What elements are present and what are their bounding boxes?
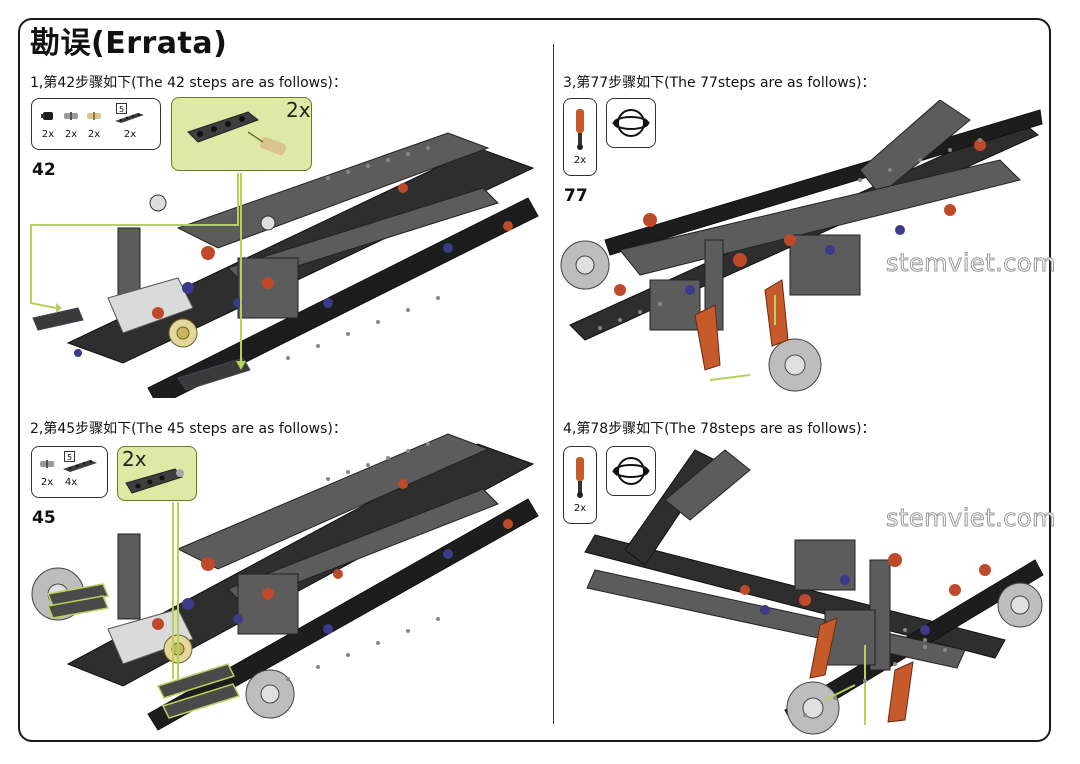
beam-5-dark-grey-icon [115, 113, 144, 123]
panel-2-heading: 2,第45步骤如下(The 45 steps are as follows)： [30, 421, 347, 437]
panel-2-callout: 2x [117, 446, 197, 501]
beam-length-badge: 5 [116, 103, 127, 114]
panel-3-rotate-model [606, 98, 656, 148]
panel-1-part-1: 2x [37, 105, 59, 140]
panel-1-part-3: 2x [83, 105, 105, 140]
step-42-chassis-illustration [30, 132, 539, 398]
panel-2-part-2: 4x [60, 453, 100, 488]
beam-length-badge: 5 [64, 451, 75, 462]
panel-1-parts-list: 2x 2x 2x 5 2x [31, 98, 161, 150]
panel-1-heading: 1,第42步骤如下(The 42 steps are as follows)： [30, 75, 347, 91]
part-qty: 2x [41, 129, 55, 140]
axle-pin-grey-icon [40, 460, 54, 468]
panel-3-heading: 3,第77步骤如下(The 77steps are as follows)： [563, 75, 876, 91]
step-78-chassis-illustration [584, 449, 1044, 735]
beam-5-dark-grey-icon [63, 460, 97, 472]
panel-3-parts-list: 2x [563, 98, 597, 176]
beam-with-pin-icon [125, 468, 184, 494]
watermark-text: stemviet.com [886, 504, 1057, 533]
page-title: 勘误(Errata) [30, 26, 228, 61]
center-divider [553, 44, 554, 724]
panel-1-callout: 2x [171, 97, 312, 171]
step-number: 77 [564, 186, 588, 206]
panel-4-rotate-model [606, 446, 656, 496]
part-qty: 2x [573, 155, 587, 166]
step-number: 45 [32, 508, 56, 528]
panel-2-part-1: 2x [36, 453, 58, 488]
shock-absorber-orange-icon [576, 109, 584, 150]
callout-multiplier: 2x [286, 98, 311, 122]
part-qty: 2x [123, 129, 137, 140]
shock-absorber-orange-icon [576, 457, 584, 498]
part-qty: 2x [64, 129, 78, 140]
beam-with-pin-icon [187, 111, 287, 155]
connector-peg-black-icon [41, 112, 53, 120]
part-qty: 2x [87, 129, 101, 140]
part-qty: 2x [40, 477, 54, 488]
panel-4-heading: 4,第78步骤如下(The 78steps are as follows)： [563, 421, 876, 437]
axle-pin-grey-icon [64, 112, 78, 120]
step-number: 42 [32, 160, 56, 180]
panel-4-parts-list: 2x [563, 446, 597, 524]
rotate-model-icon [612, 109, 650, 137]
panel-2-parts-list: 2x 5 4x [31, 446, 108, 498]
part-qty: 4x [64, 477, 78, 488]
panel-4-part-1: 2x [569, 453, 591, 514]
axle-pin-tan-icon [87, 112, 101, 120]
part-qty: 2x [573, 503, 587, 514]
rotate-model-icon [612, 457, 650, 485]
panel-1-part-2: 2x [60, 105, 82, 140]
step-77-chassis-illustration [560, 100, 1043, 392]
step-45-chassis-illustration [31, 433, 539, 731]
watermark-text: stemviet.com [886, 249, 1057, 278]
panel-3-part-1: 2x [569, 105, 591, 166]
callout-multiplier: 2x [122, 447, 147, 471]
panel-1-part-4: 2x [112, 105, 148, 140]
